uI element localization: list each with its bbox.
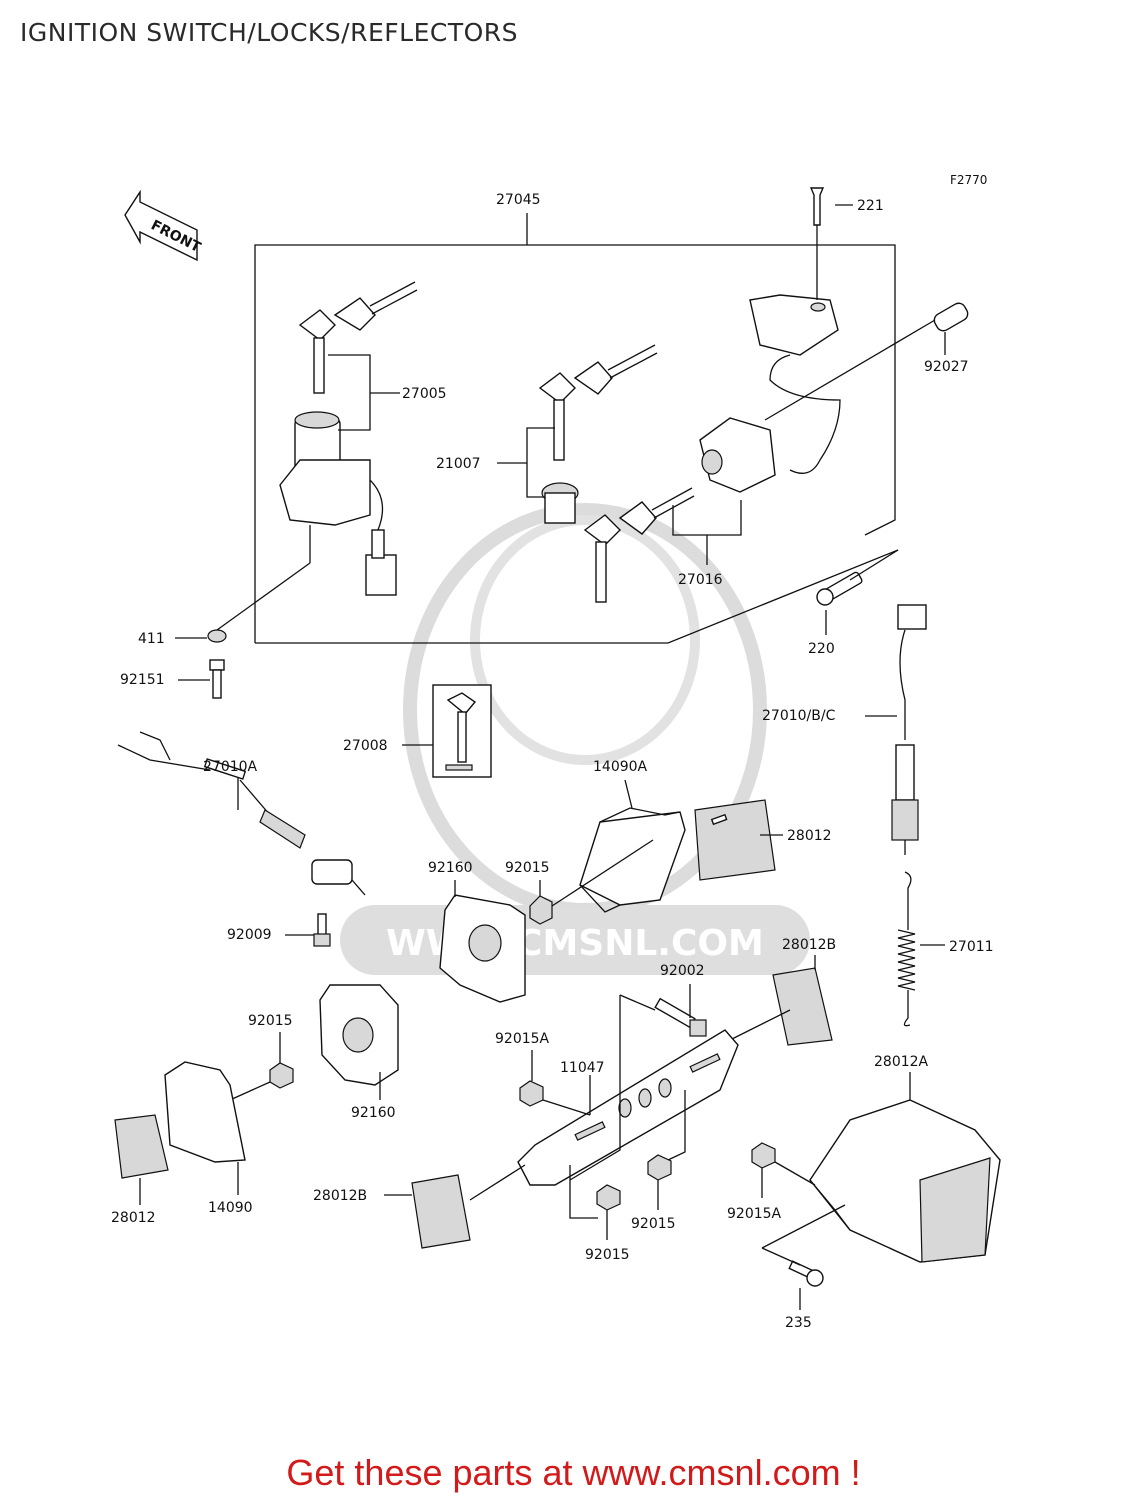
label-28012B-top: 28012B (782, 937, 836, 953)
label-27016: 27016 (678, 572, 723, 588)
label-27008: 27008 (343, 738, 388, 754)
cable-27010A (117, 731, 366, 896)
watermark-logo-face (470, 515, 700, 765)
label-92015-left: 92015 (248, 1013, 293, 1029)
label-27010A: 27010A (203, 759, 258, 775)
nut-92015-right (647, 1154, 672, 1181)
bracket-14090A (579, 807, 686, 913)
washer-411 (207, 629, 227, 643)
reflector-28012B-top (772, 967, 833, 1046)
reflector-28012-top (694, 799, 776, 881)
reflector-28012B-bottom (411, 1174, 471, 1249)
watermark: WWW.CMSNL.COM (340, 503, 810, 975)
assembly-bracket-27045 (254, 213, 899, 644)
label-92160-bottom: 92160 (351, 1105, 396, 1121)
label-28012-bottom: 28012 (111, 1210, 156, 1226)
seat-lock-27016 (583, 294, 969, 603)
ignition-switch-27005 (279, 281, 418, 596)
bracket-14090 (164, 1061, 246, 1163)
label-28012B-bottom: 28012B (313, 1188, 367, 1204)
bolt-92151 (209, 659, 225, 699)
label-14090A: 14090A (593, 759, 648, 775)
screw-221 (809, 187, 825, 226)
label-92015A-left: 92015A (495, 1031, 550, 1047)
label-28012A: 28012A (874, 1054, 929, 1070)
label-92160-top: 92160 (428, 860, 473, 876)
label-27005: 27005 (402, 386, 447, 402)
key-set-21007 (538, 344, 658, 524)
label-92151: 92151 (120, 672, 165, 688)
label-92015A-right: 92015A (727, 1206, 782, 1222)
nut-92015A-left (519, 1080, 544, 1107)
nut-92015-left (269, 1062, 294, 1089)
label-220: 220 (808, 641, 835, 657)
footer-link[interactable]: Get these parts at www.cmsnl.com ! (286, 1452, 861, 1493)
label-235: 235 (785, 1315, 812, 1331)
nut-92015-bottom (596, 1184, 621, 1211)
label-27011: 27011 (949, 939, 994, 955)
tail-light-28012A (809, 1099, 1001, 1263)
nut-92015A-right (751, 1142, 776, 1169)
label-92002: 92002 (660, 963, 705, 979)
bolt-92002 (654, 997, 707, 1037)
page-title: IGNITION SWITCH/LOCKS/REFLECTORS (20, 18, 519, 47)
label-27045: 27045 (496, 192, 541, 208)
key-card-27008 (432, 684, 492, 778)
label-92015-bottom: 92015 (585, 1247, 630, 1263)
screw-235 (788, 1260, 824, 1287)
bolt-92009 (313, 913, 331, 947)
reflector-28012-bottom (114, 1114, 169, 1179)
label-92027: 92027 (924, 359, 969, 375)
front-arrow: FRONT (124, 189, 204, 262)
spring-27011 (897, 871, 916, 1027)
screw-220 (816, 571, 863, 606)
label-27010BC: 27010/B/C (762, 708, 836, 724)
label-411: 411 (138, 631, 165, 647)
label-11047: 11047 (560, 1060, 605, 1076)
label-221: 221 (857, 198, 884, 214)
label-28012-top: 28012 (787, 828, 832, 844)
label-92015-right: 92015 (631, 1216, 676, 1232)
label-92015-mid: 92015 (505, 860, 550, 876)
label-14090: 14090 (208, 1200, 253, 1216)
label-92009: 92009 (227, 927, 272, 943)
figure-code: F2770 (950, 173, 987, 187)
label-21007: 21007 (436, 456, 481, 472)
switch-27010BC (891, 604, 927, 855)
